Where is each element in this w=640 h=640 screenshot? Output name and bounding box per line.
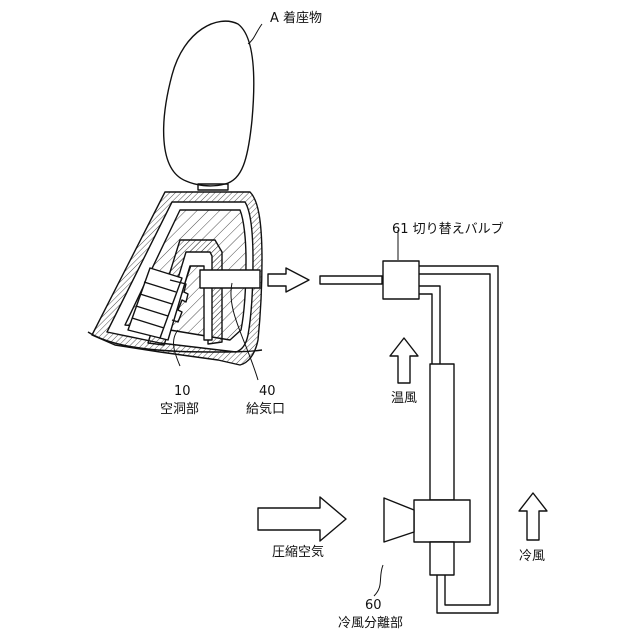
air-inlet-port[interactable]	[200, 270, 260, 288]
label-air-inlet-num: 40	[259, 384, 276, 399]
label-separator-num: 60	[365, 598, 382, 613]
label-cavity-name: 空洞部	[160, 402, 199, 417]
label-cavity-num: 10	[174, 384, 191, 399]
leader-seated-object	[248, 24, 262, 44]
label-hot-air: 温風	[391, 391, 417, 406]
hot-air-tube	[430, 364, 454, 500]
hot-air-arrow	[390, 338, 418, 383]
label-air-inlet-name: 給気口	[246, 401, 285, 417]
label-switch-valve: 61 切り替えバルブ	[392, 221, 504, 237]
hot-air-pipe-upper	[419, 286, 440, 364]
seated-object-shape	[164, 21, 254, 186]
cold-air-arrow	[519, 493, 547, 540]
label-separator-name: 冷風分離部	[338, 616, 403, 631]
label-cold-air: 冷風	[519, 549, 545, 564]
separator-lower-tube	[430, 542, 454, 575]
separator-nozzle[interactable]	[384, 498, 414, 542]
leader-separator	[374, 565, 383, 596]
switch-valve[interactable]	[383, 261, 419, 299]
compressed-air-arrow	[258, 497, 346, 541]
label-seated-object: A 着座物	[270, 10, 322, 26]
label-compressed-air: 圧縮空気	[272, 544, 324, 560]
inlet-flow-arrow	[268, 268, 309, 292]
separator-body[interactable]	[414, 500, 470, 542]
valve-outlet-pipe	[320, 276, 382, 284]
